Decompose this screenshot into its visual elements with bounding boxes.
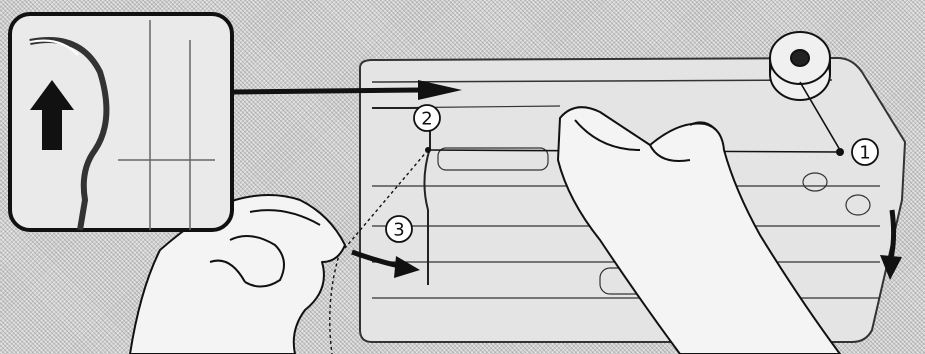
inset-detail-box (8, 12, 234, 232)
thread-guide-1 (836, 148, 844, 156)
step-marker-1: 1 (851, 138, 879, 166)
left-hand (129, 194, 346, 354)
curved-arrow-right-icon (351, 249, 420, 278)
thread-guide-2 (425, 147, 431, 153)
spool-icon (769, 31, 831, 101)
right-arrow-icon (231, 80, 462, 100)
step-marker-2: 2 (413, 104, 441, 132)
step-marker-3: 3 (385, 215, 413, 243)
step-label-2: 2 (421, 109, 432, 130)
up-arrow-icon (30, 80, 74, 150)
curved-arrow-down-icon (880, 209, 902, 280)
thread-segment-spool (799, 81, 841, 151)
thread-segment-tail (329, 251, 341, 354)
step-label-3: 3 (393, 220, 404, 241)
step-label-1: 1 (859, 143, 870, 164)
take-up-lever (29, 37, 110, 231)
right-hand (557, 106, 841, 354)
